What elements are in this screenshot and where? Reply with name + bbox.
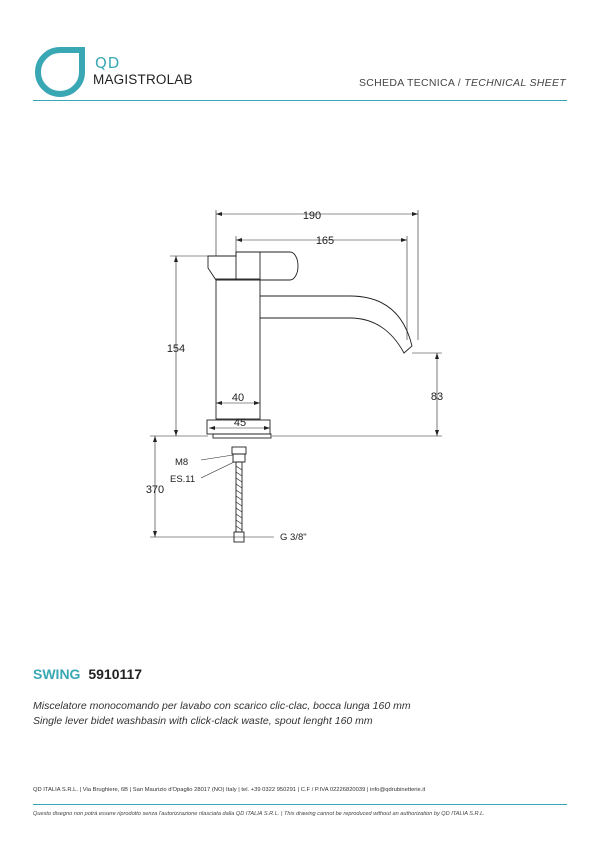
company-info: QD ITALIA S.R.L. | Via Brughiere, 6B | S…: [33, 787, 426, 793]
dimension-40: 40: [232, 392, 244, 404]
footer-divider: [33, 804, 567, 805]
dimension-154: 154: [167, 343, 185, 355]
sheet-label-it: SCHEDA TECNICA /: [358, 77, 462, 89]
dimension-165: 165: [316, 235, 334, 247]
sheet-label: SCHEDA TECNICA / TECHNICAL SHEET: [359, 77, 566, 89]
logo-text: MAGISTROLAB: [93, 72, 193, 87]
faucet-spout: [260, 295, 413, 354]
description-italian: Miscelatore monocomando per lavabo con s…: [33, 700, 411, 712]
dimension-45: 45: [234, 417, 246, 429]
sheet-label-en: TECHNICAL SHEET: [464, 77, 566, 89]
product-title: SWING 5910117: [33, 666, 142, 682]
description-english: Single lever bidet washbasin with click-…: [33, 715, 373, 727]
faucet-handle: [207, 251, 299, 281]
product-code: 5910117: [88, 666, 143, 682]
dimension-370: 370: [146, 484, 164, 496]
product-name: SWING: [33, 666, 81, 682]
brand-logo: QD MAGISTROLAB: [33, 46, 208, 98]
label-m8: M8: [175, 457, 188, 468]
label-es11: ES.11: [170, 474, 195, 485]
qd-logo-icon: [35, 47, 85, 97]
technical-drawing: 190 165 154 40 45 83 370 M8 ES.11 G 3/8": [146, 210, 443, 543]
dimension-83: 83: [431, 391, 443, 403]
label-g38: G 3/8": [280, 532, 307, 543]
dimension-190: 190: [303, 210, 321, 222]
faucet-body: [215, 278, 261, 420]
logo-mark-text: QD: [95, 54, 121, 72]
legal-notice: Questo disegno non potrà essere riprodot…: [33, 811, 485, 817]
header-divider: [33, 100, 567, 101]
